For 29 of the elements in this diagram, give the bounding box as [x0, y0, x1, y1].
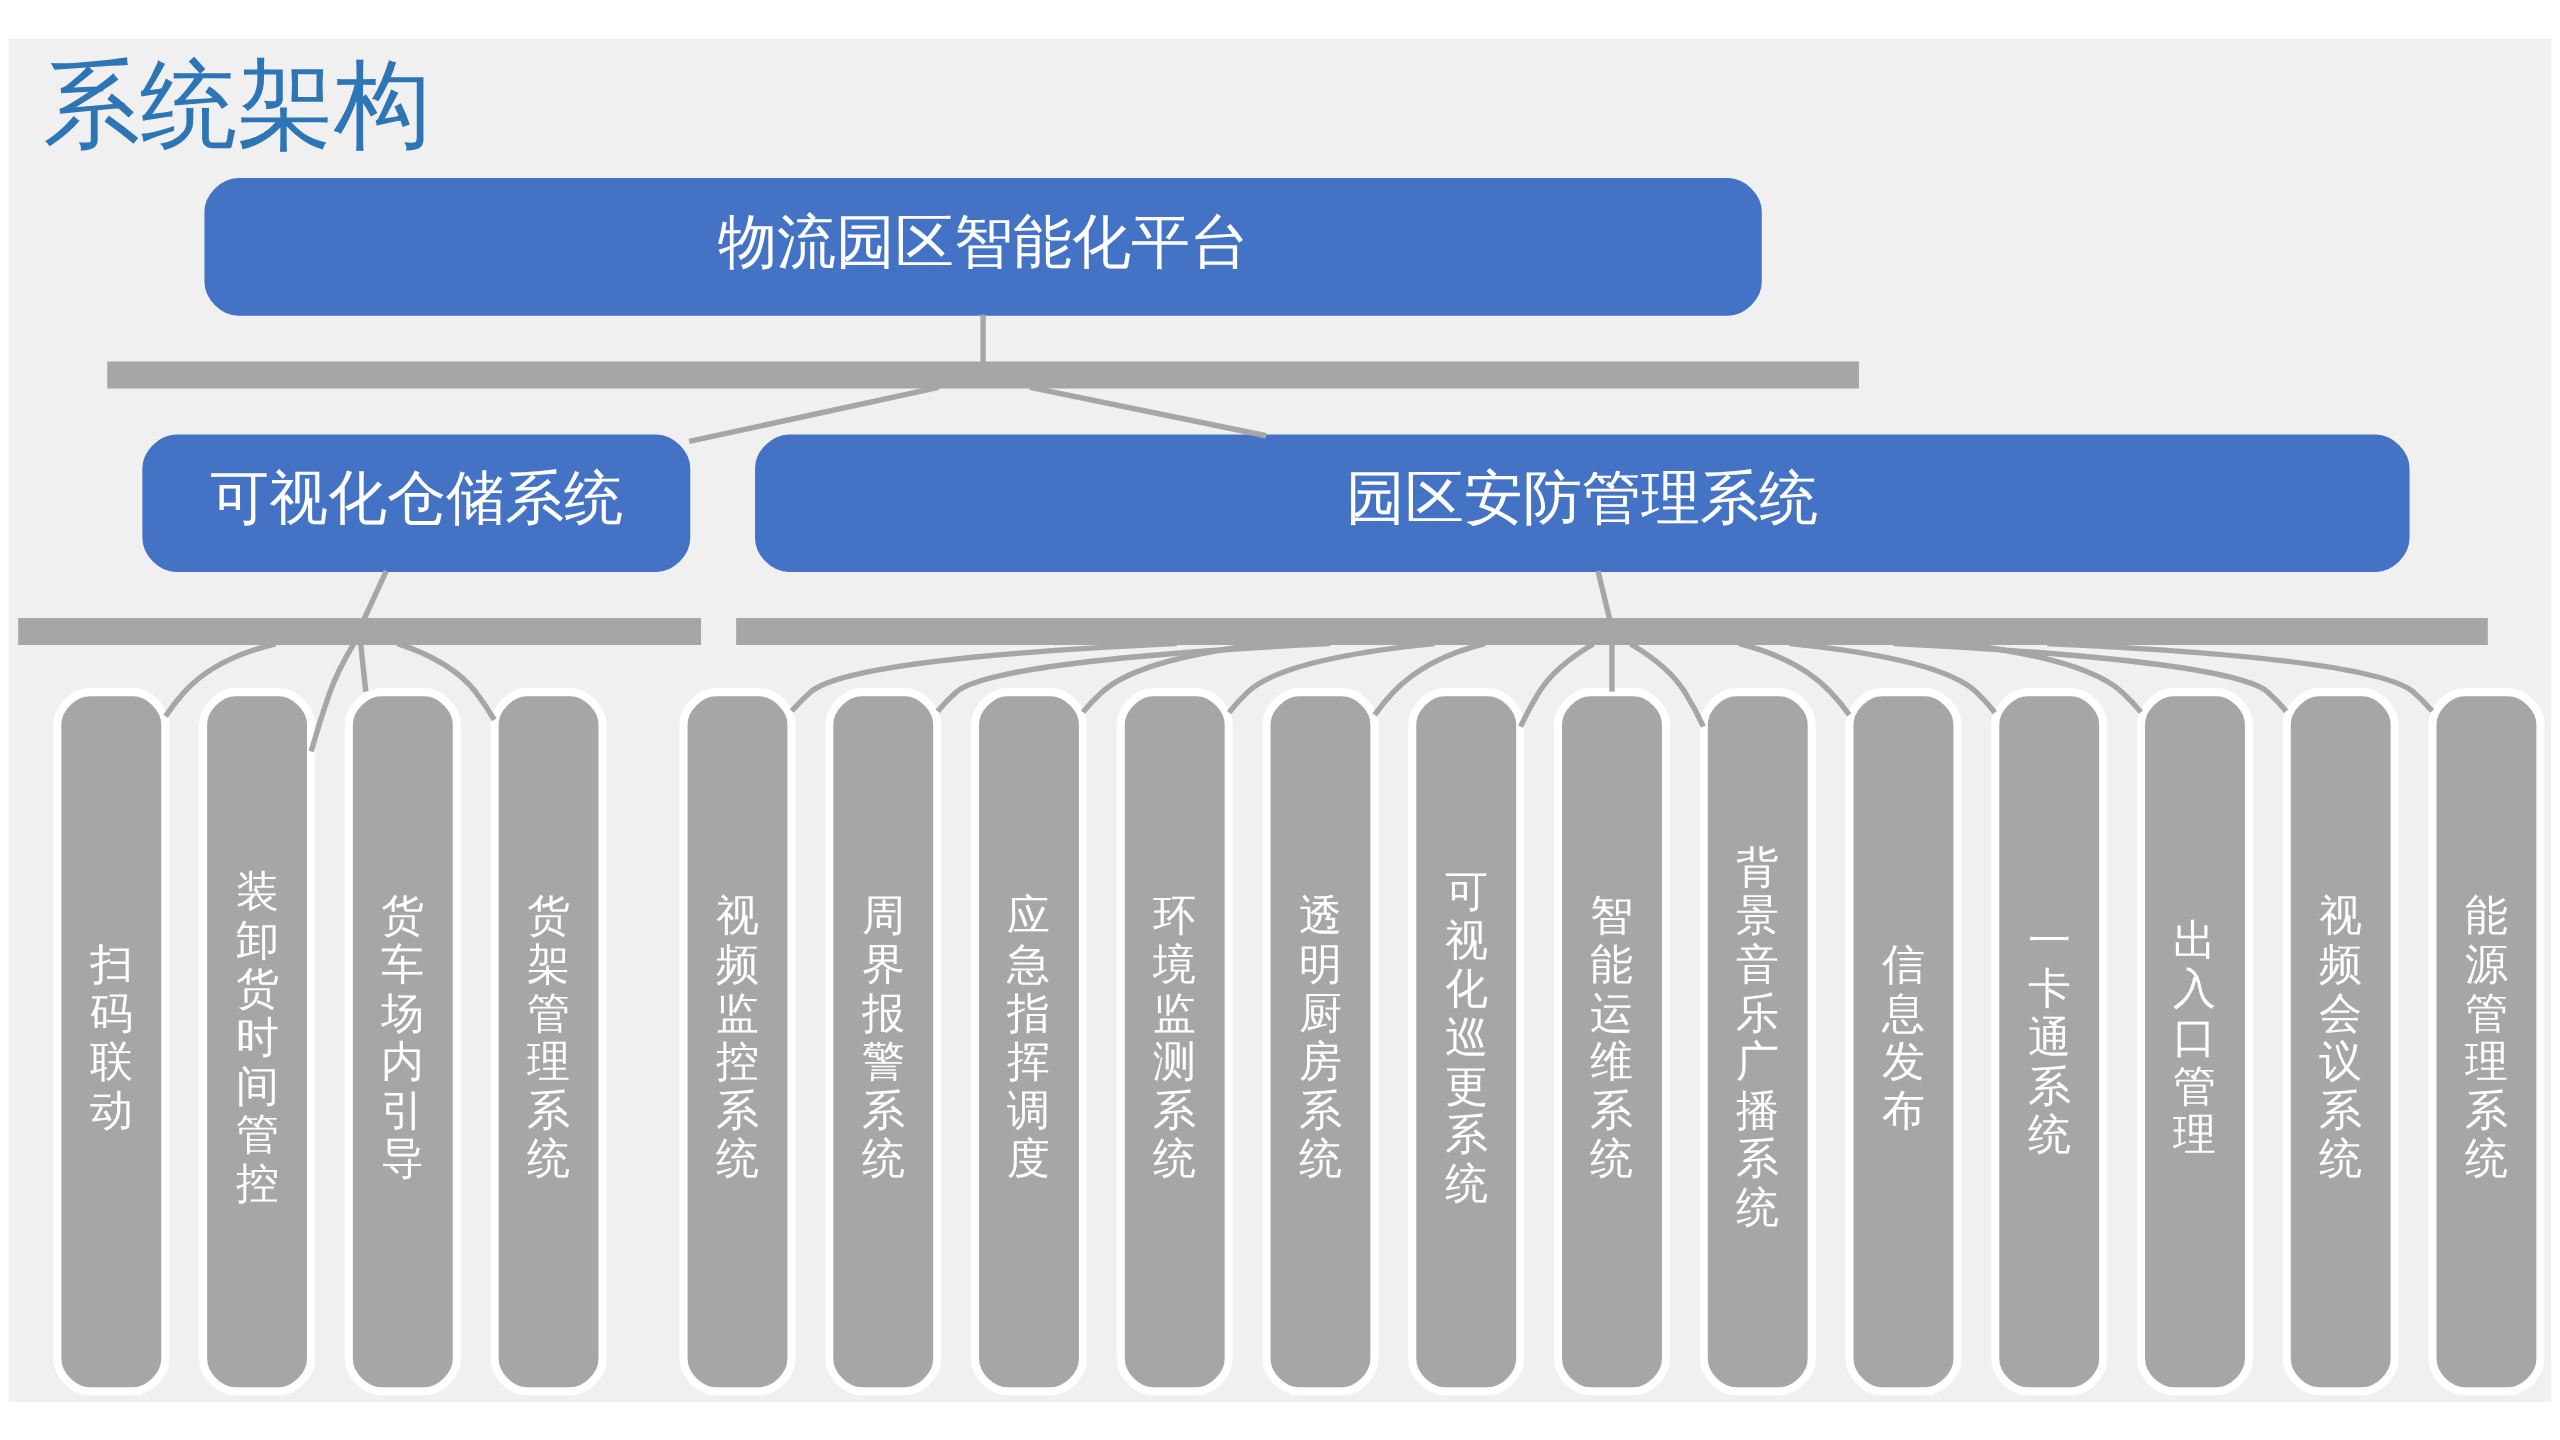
node-box: 视频监控系统 — [679, 687, 796, 1395]
node-box: 视频会议系统 — [2282, 687, 2399, 1395]
node-box: 物流园区智能化平台 — [204, 177, 1762, 316]
node-box: 一卡通系统 — [1991, 687, 2108, 1395]
connector — [1609, 643, 1615, 692]
node-box: 透明厨房系统 — [1262, 687, 1379, 1395]
node-box: 出入口管理 — [2136, 687, 2253, 1395]
node-box: 周界报警系统 — [825, 687, 942, 1395]
node-box: 智能运维系统 — [1553, 687, 1670, 1395]
connector — [358, 643, 369, 692]
node-box: 信息发布 — [1845, 687, 1962, 1395]
node-box: 环境监测系统 — [1116, 687, 1233, 1395]
node-box: 装卸货时间管控 — [199, 687, 316, 1395]
node-box: 可视化巡更系统 — [1408, 687, 1525, 1395]
node-box: 货架管理系统 — [490, 687, 607, 1395]
node-box: 扫码联动 — [53, 687, 170, 1395]
connector — [980, 314, 986, 363]
node-box: 能源管理系统 — [2428, 687, 2545, 1395]
node-bar — [107, 361, 1859, 389]
node-box: 可视化仓储系统 — [142, 433, 691, 572]
connector — [1595, 569, 1613, 620]
node-box: 背景音乐广播系统 — [1699, 687, 1816, 1395]
node-box: 应急指挥调度 — [970, 687, 1087, 1395]
connector — [361, 569, 389, 620]
node-bar — [18, 617, 702, 645]
node-box: 货车场内引导 — [344, 687, 461, 1395]
diagram-title: 系统架构 — [42, 47, 431, 161]
node-box: 园区安防管理系统 — [755, 433, 2410, 572]
node-bar — [736, 617, 2488, 645]
